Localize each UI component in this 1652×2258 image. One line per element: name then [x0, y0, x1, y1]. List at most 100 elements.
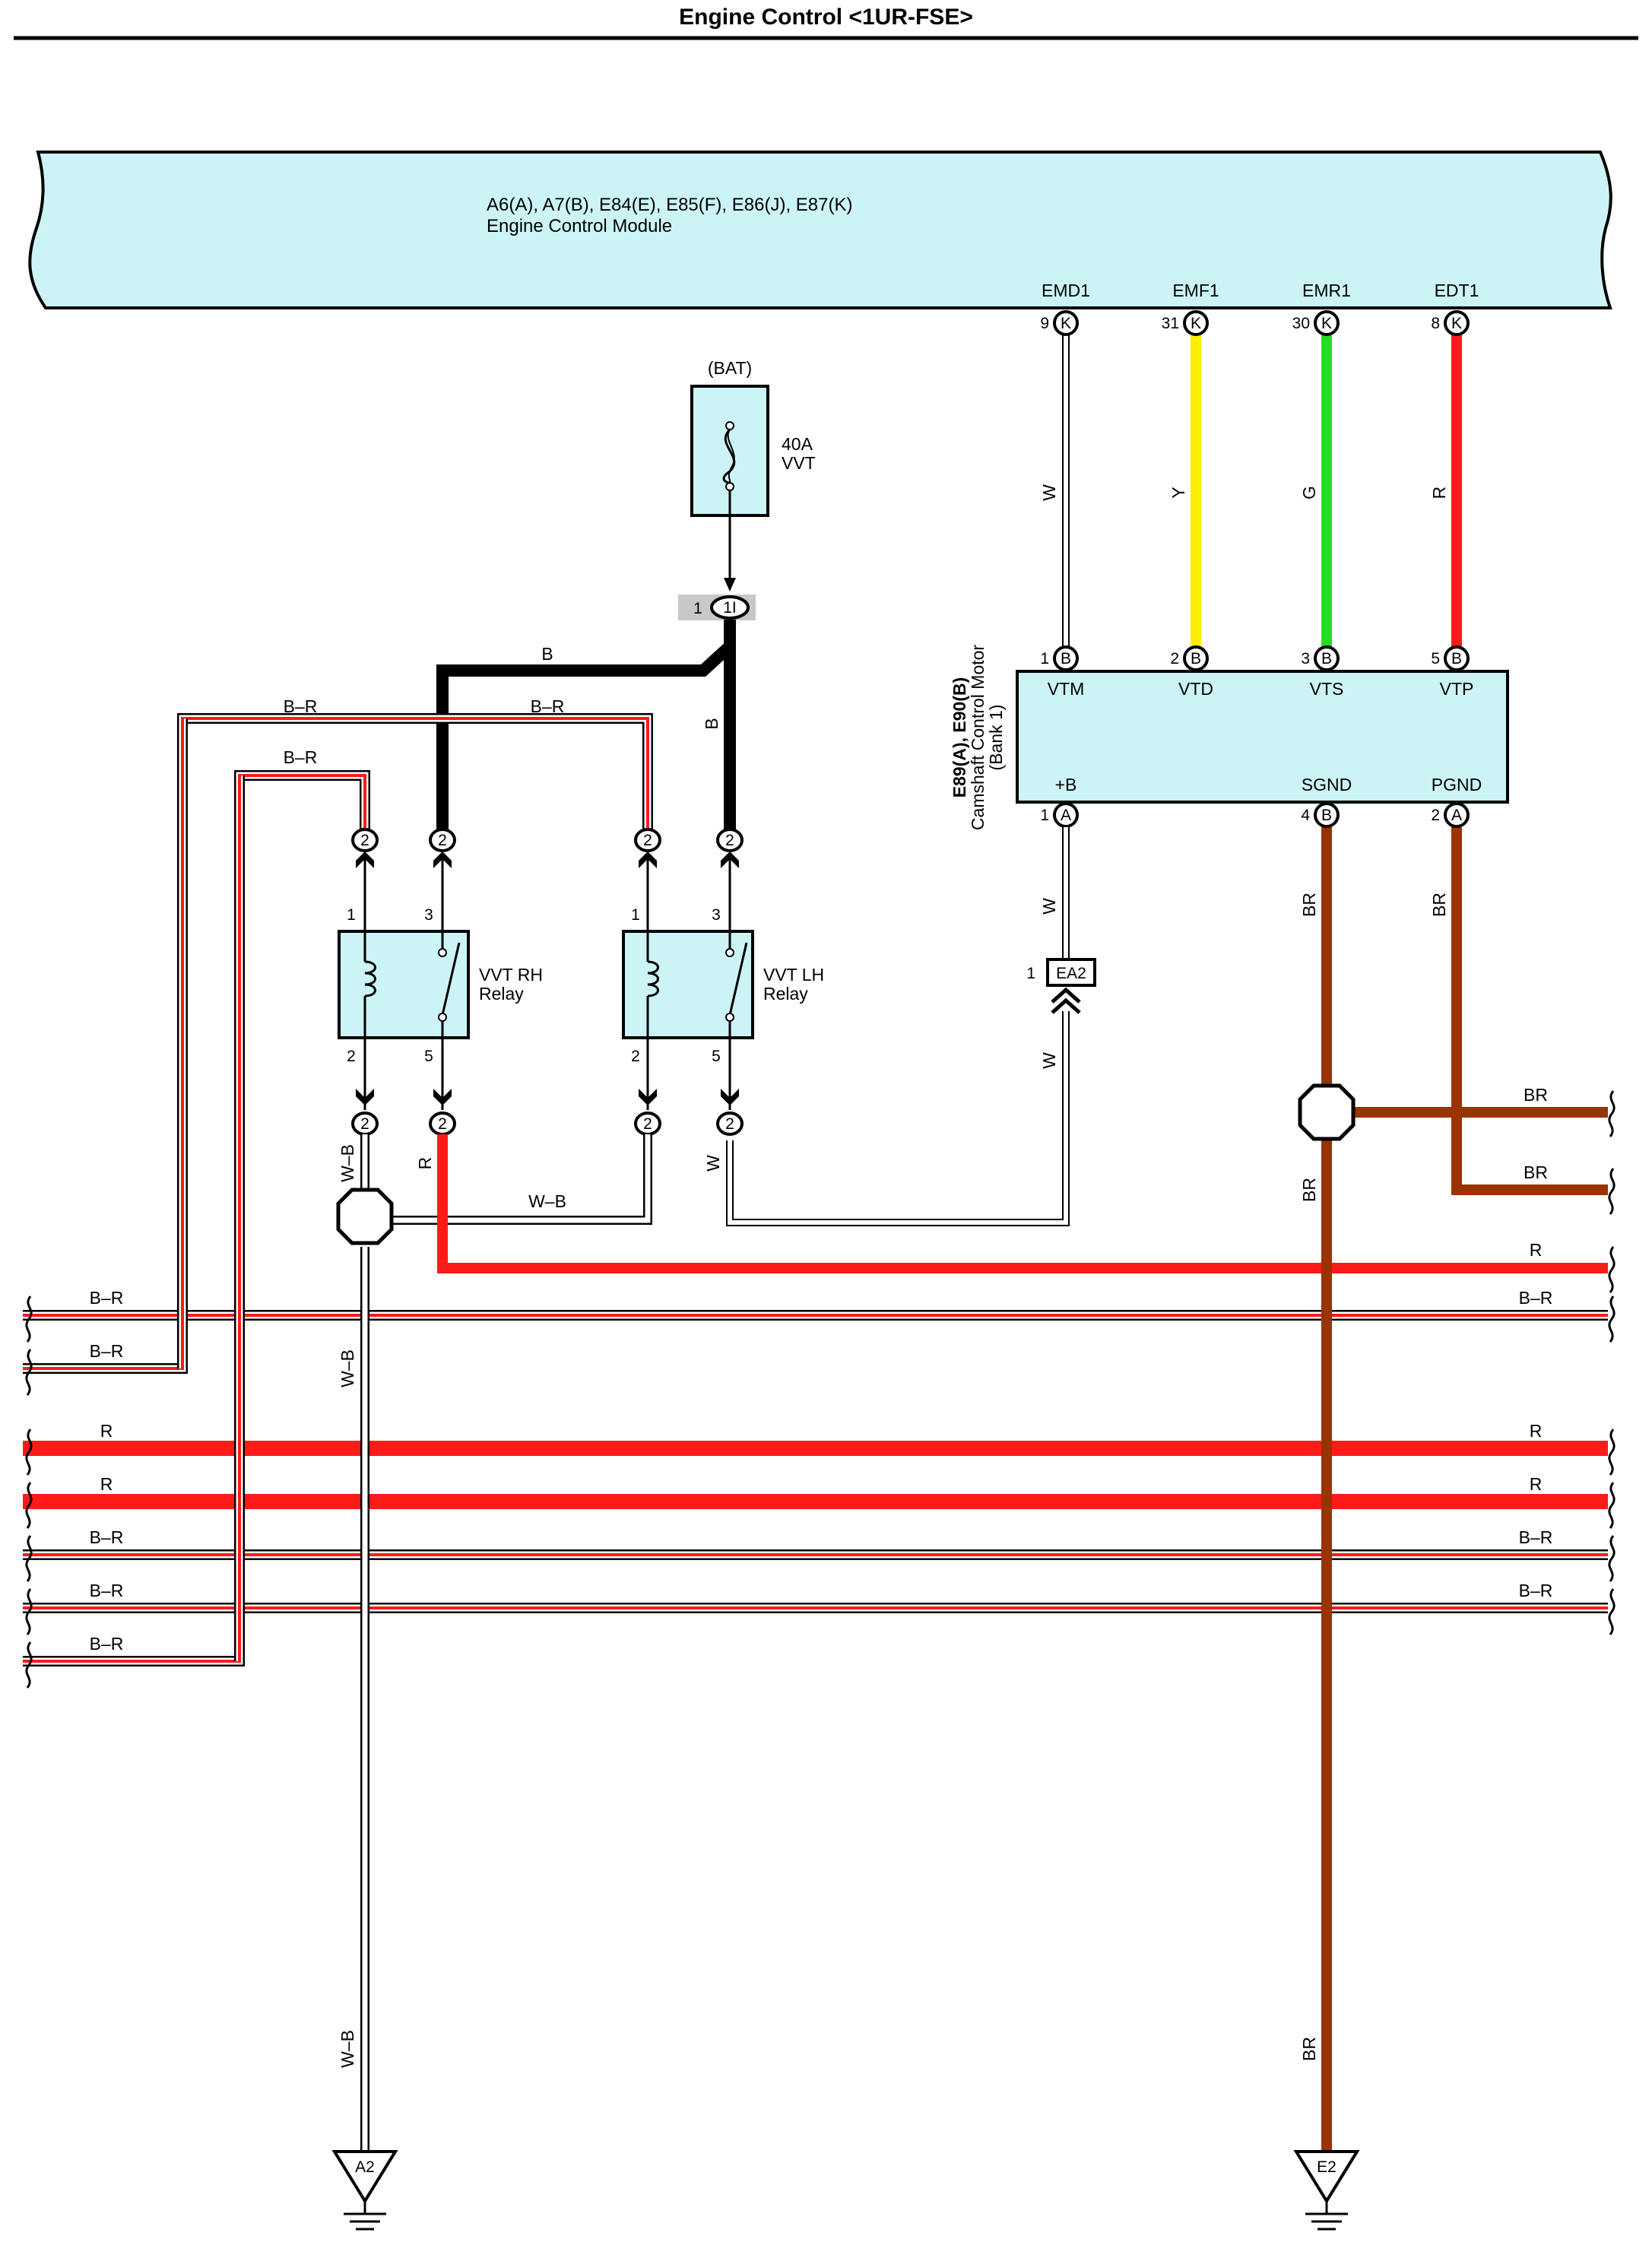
svg-text:2: 2 — [643, 1115, 652, 1133]
svg-text:K: K — [1321, 315, 1332, 332]
motor-pin-3b: B 3 — [1301, 645, 1340, 671]
ecm-box — [28, 151, 1612, 309]
svg-text:B: B — [1321, 650, 1332, 668]
svg-text:K: K — [1191, 315, 1201, 332]
motor-terminal-sgnd: SGND — [1302, 775, 1352, 794]
relay-rh-pin-5: 5 — [424, 1048, 433, 1065]
bus-label-left-3: R — [100, 1421, 113, 1441]
wire-label-r-right-1: R — [1530, 1240, 1543, 1260]
wire-pgnd-br — [1451, 827, 1608, 1195]
svg-text:A: A — [1451, 807, 1462, 824]
bus-label-left-2: B–R — [90, 1341, 124, 1361]
wire-label-y: Y — [1168, 487, 1188, 498]
wire-label-wb-4: W–B — [338, 2030, 357, 2068]
relay-rh-coil-icon — [363, 859, 376, 1110]
motor-name: Camshaft Control Motor — [968, 645, 988, 830]
wire-label-w-1: W — [1039, 484, 1059, 501]
svg-text:2: 2 — [360, 1115, 369, 1133]
wire-r-relay-rh — [437, 1134, 1608, 1273]
motor-terminal-vts: VTS — [1310, 679, 1344, 699]
relay-rh-top-connector-3: 2 — [429, 828, 456, 868]
fuse-source: (BAT) — [708, 358, 752, 378]
relay-connectors-top: 2 2 2 2 — [351, 828, 744, 868]
ecm-pin-8k: K 8 — [1431, 310, 1470, 336]
splice-wb — [336, 1188, 394, 1245]
fuse-arrow-icon — [724, 578, 736, 591]
motor-terminal-vtp: VTP — [1440, 679, 1474, 699]
motor-pin-1a: A 1 — [1040, 802, 1079, 828]
wire-label-r-2: R — [415, 1157, 435, 1170]
ecm-connectors: A6(A), A7(B), E84(E), E85(F), E86(J), E8… — [487, 195, 852, 215]
relay-rh-top-connector-1: 2 — [351, 828, 379, 868]
wire-label-g: G — [1299, 486, 1319, 499]
relay-lh-name: VVT LH — [763, 965, 824, 985]
relay-rh-pin-1: 1 — [347, 906, 356, 924]
svg-text:B: B — [1061, 650, 1071, 668]
wire-label-wb-3: W–B — [338, 1349, 357, 1387]
svg-text:1: 1 — [1026, 965, 1035, 982]
wire-label-br-right-2: BR — [1524, 1162, 1548, 1182]
wire-b-to-rh — [436, 642, 734, 840]
wire-label-wb-1: W–B — [338, 1144, 357, 1182]
break-marks-right — [1608, 1090, 1616, 1635]
ecm-pin-30k: K 30 — [1292, 310, 1340, 336]
relay-lh-pin-5: 5 — [712, 1048, 721, 1065]
relay-lh-switch-icon — [725, 859, 748, 1110]
ecm-terminal-edt1: EDT1 — [1435, 281, 1479, 300]
bus-label-left-7: B–R — [90, 1634, 124, 1654]
relay-rh-pin-2: 2 — [347, 1048, 356, 1065]
wire-plus-b-w — [726, 827, 1070, 1226]
relay-rh-pin-3: 3 — [424, 906, 433, 924]
svg-text:2: 2 — [725, 832, 734, 849]
relay-lh-type: Relay — [763, 984, 808, 1004]
ecm-pin-9k: K 9 — [1040, 310, 1079, 336]
bus-label-right-br-r-2: B–R — [1519, 1527, 1553, 1547]
svg-text:K: K — [1061, 315, 1071, 332]
junction-pin-right — [710, 595, 750, 620]
svg-text:8: 8 — [1431, 315, 1440, 332]
fuse-icon — [722, 421, 736, 491]
svg-text:2: 2 — [438, 832, 447, 849]
svg-text:2: 2 — [643, 832, 652, 849]
svg-text:1: 1 — [1040, 807, 1049, 824]
motor-connectors: E89(A), E90(B) — [950, 677, 969, 798]
svg-text:31: 31 — [1162, 315, 1179, 332]
wire-label-br-1: BR — [1299, 893, 1319, 917]
camshaft-motor-box — [1016, 670, 1509, 804]
bus-label-right-br-r-1: B–R — [1519, 1288, 1553, 1308]
motor-pin-2a: A 2 — [1431, 802, 1470, 828]
wire-label-r-1: R — [1429, 487, 1449, 499]
motor-terminal-pgnd: PGND — [1432, 775, 1482, 794]
svg-text:4: 4 — [1301, 807, 1310, 824]
ecm-terminal-emr1: EMR1 — [1302, 281, 1351, 300]
motor-pin-1b: B 1 — [1040, 645, 1079, 671]
svg-text:3: 3 — [1301, 650, 1310, 668]
bus-label-right-br-r-3: B–R — [1519, 1581, 1553, 1600]
bus-label-left-4: R — [100, 1474, 113, 1494]
svg-text:5: 5 — [1431, 650, 1440, 668]
junction-pin-left: 1 — [693, 600, 702, 617]
motor-pin-5b: B 5 — [1431, 645, 1470, 671]
relay-lh-pin-1: 1 — [631, 906, 640, 924]
svg-text:B: B — [1191, 650, 1201, 668]
svg-text:2: 2 — [438, 1115, 447, 1133]
relay-lh-top-connector-1: 2 — [634, 828, 661, 868]
motor-terminal-vtm: VTM — [1048, 679, 1085, 699]
relay-lh-pin-3: 3 — [712, 906, 721, 924]
svg-text:EA2: EA2 — [1056, 965, 1086, 982]
fuse-rating: 40A — [782, 434, 813, 454]
junction-pin-right-label: 1I — [723, 599, 737, 617]
wire-label-w-3: W — [1039, 1052, 1059, 1069]
motor-bank: (Bank 1) — [986, 705, 1006, 771]
relay-lh-coil-icon — [646, 859, 659, 1110]
ecm-name: Engine Control Module — [487, 216, 672, 236]
motor-pin-2b: B 2 — [1170, 645, 1209, 671]
wire-label-w-4: W — [703, 1155, 723, 1172]
motor-terminal-vtd: VTD — [1178, 679, 1213, 699]
fuse-name: VVT — [782, 453, 816, 473]
relay-rh-type: Relay — [479, 984, 524, 1004]
motor-pin-4b: B 4 — [1301, 802, 1340, 828]
wire-label-wb-2: W–B — [528, 1191, 566, 1211]
svg-text:2: 2 — [1170, 650, 1179, 668]
